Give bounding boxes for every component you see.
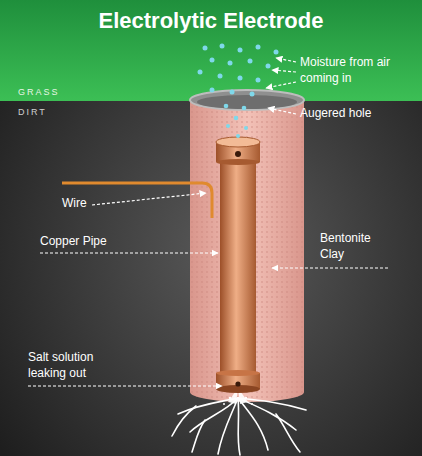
leader-lines (28, 58, 388, 386)
augered-hole (190, 90, 304, 402)
ground-label: DIRT (18, 107, 47, 119)
copper-pipe (216, 137, 260, 393)
part-label: Moisture from air coming in (300, 55, 395, 86)
part-label: Wire (62, 196, 87, 212)
diagram-title: Electrolytic Electrode (0, 8, 422, 34)
part-label: Bentonite Clay (320, 231, 390, 262)
grass-band (0, 0, 422, 101)
moisture-dots (198, 44, 279, 139)
ground-label: GRASS (18, 87, 60, 99)
part-label: Copper Pipe (40, 234, 107, 250)
part-label: Salt solution leaking out (28, 350, 118, 381)
roots (172, 398, 306, 455)
part-label: Augered hole (300, 106, 371, 122)
wire (62, 183, 212, 218)
